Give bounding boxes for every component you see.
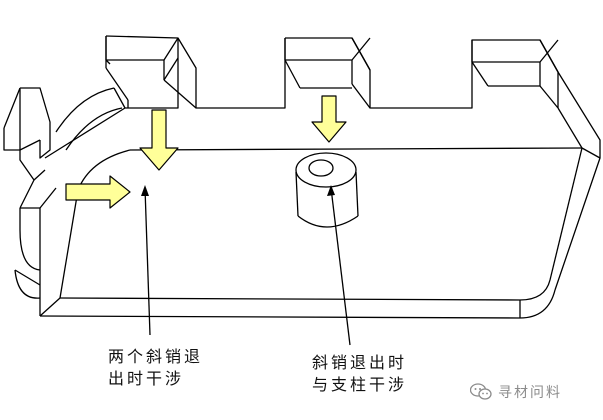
watermark: 寻材问料: [470, 380, 562, 404]
pointer-right-head: [327, 185, 335, 196]
annotation-left-line1: 两个斜销退: [108, 347, 204, 366]
arrow-down-left: [139, 109, 179, 171]
inner-floor: [39, 147, 583, 317]
right-wall: [519, 71, 601, 319]
bottom-edge: [14, 269, 521, 319]
pointer-left-head: [141, 185, 149, 196]
frame-top-edge: [44, 35, 559, 159]
pointer-left: [144, 187, 151, 336]
support-post: [295, 152, 359, 228]
annotation-left-line2: 出时干涉: [108, 369, 185, 388]
watermark-text: 寻材问料: [498, 385, 562, 401]
pointer-right: [330, 187, 351, 346]
notch-1: [105, 36, 197, 109]
curved-slider: [55, 87, 126, 151]
left-wall: [3, 87, 57, 285]
arrow-right: [65, 175, 131, 209]
annotation-right: 斜销退出时 与支柱干涉: [312, 352, 407, 396]
notch-3: [471, 39, 559, 109]
annotation-right-line2: 与支柱干涉: [312, 375, 408, 394]
wechat-icon: [470, 383, 492, 400]
annotation-left: 两个斜销退 出时干涉: [108, 346, 203, 390]
annotation-right-line1: 斜销退出时: [312, 353, 408, 372]
notch-2: [284, 37, 371, 109]
arrow-down-right: [311, 95, 347, 143]
